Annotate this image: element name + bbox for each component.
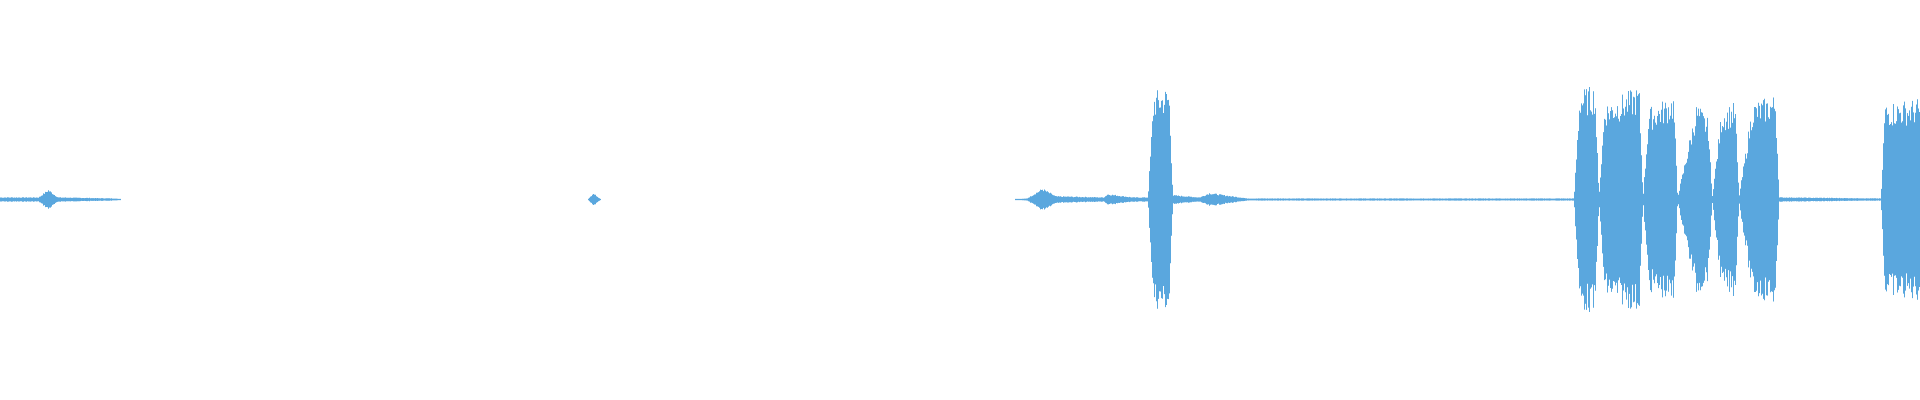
waveform-peaks <box>0 87 1920 312</box>
